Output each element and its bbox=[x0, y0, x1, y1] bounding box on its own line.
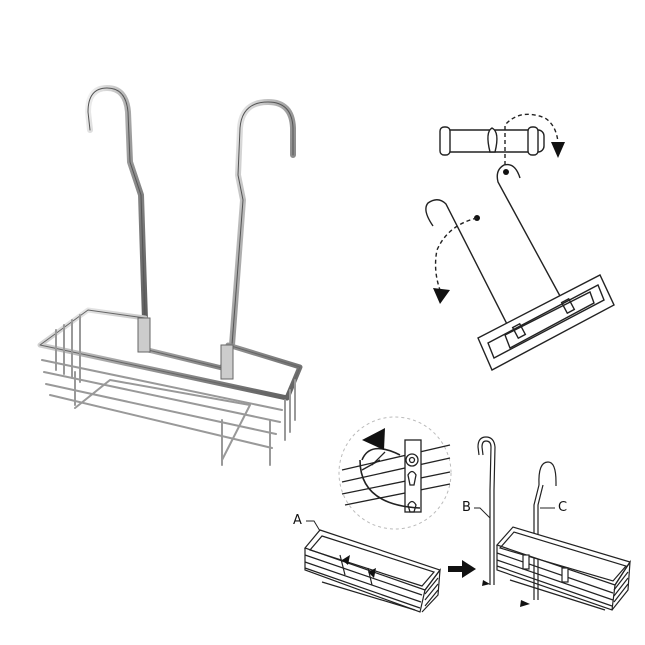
arrow-right-icon bbox=[448, 560, 476, 578]
product-photo bbox=[20, 75, 320, 475]
basket-photo-icon bbox=[37, 85, 303, 466]
hanging-diagram bbox=[400, 100, 630, 380]
callout-b: B bbox=[462, 500, 471, 515]
step-arrow bbox=[448, 560, 476, 578]
callout-a: A bbox=[293, 513, 302, 528]
clip-detail-circle bbox=[335, 415, 455, 535]
callout-c: C bbox=[558, 500, 568, 515]
assembled-basket-icon bbox=[477, 436, 631, 611]
hanging-diagram-icon bbox=[425, 113, 615, 371]
basket-a-icon bbox=[303, 529, 441, 613]
clip-detail-icon bbox=[338, 416, 452, 530]
basket-a-diagram bbox=[300, 520, 445, 620]
assembled-basket-diagram bbox=[470, 430, 640, 620]
